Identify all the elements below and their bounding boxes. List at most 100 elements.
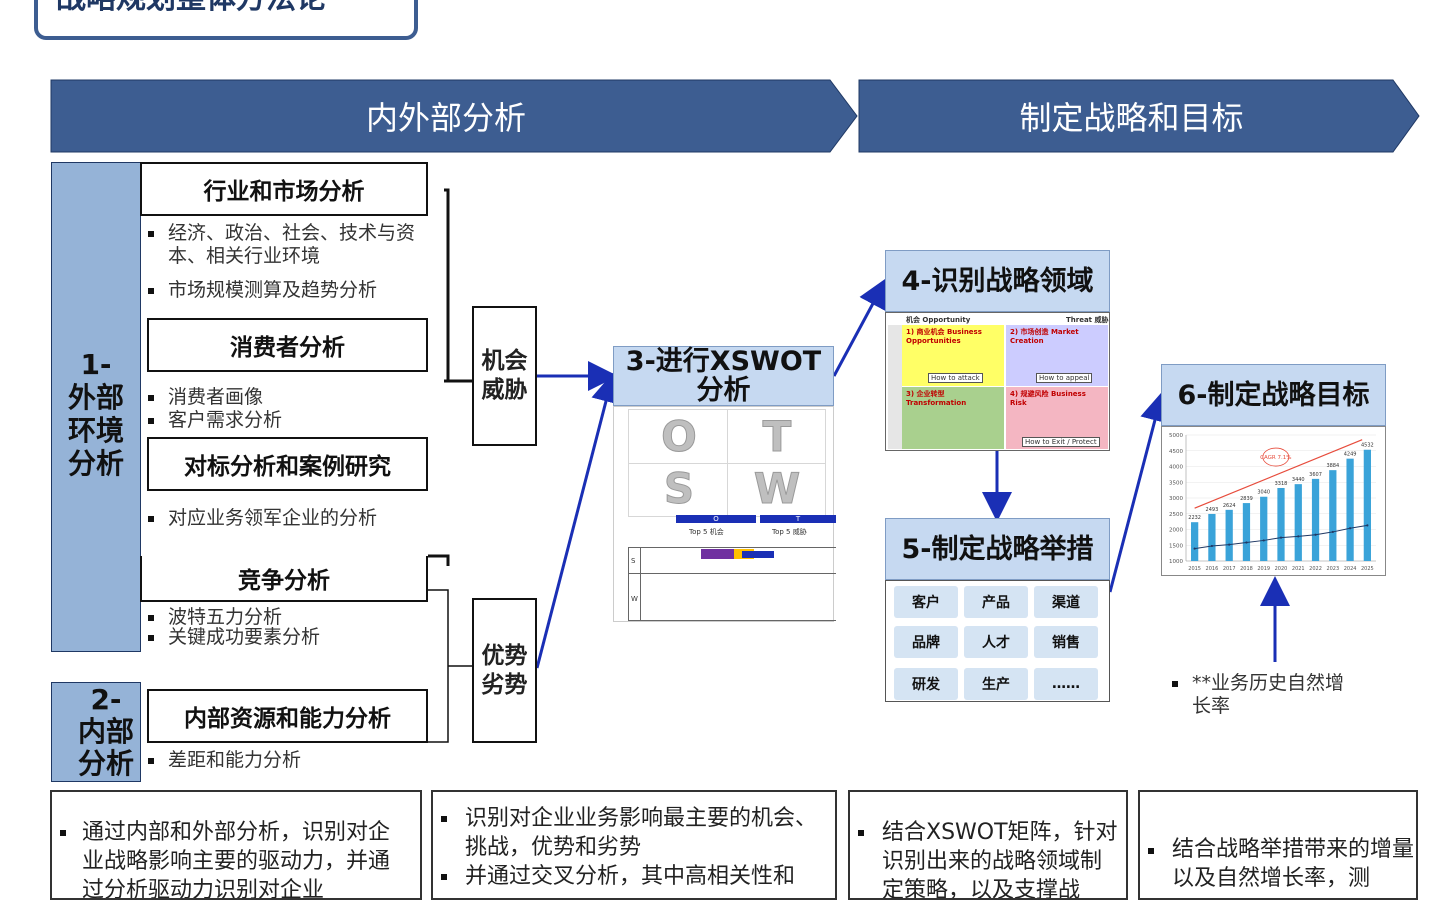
swot-letter-t: T — [762, 412, 792, 462]
chart-trend-point — [1279, 536, 1283, 539]
bottom-text-1: 通过内部和外部分析，识别对企业战略影响主要的驱动力，并通过分析驱动力识别对企业 — [82, 820, 391, 900]
step5-cell-sales: 销售 — [1034, 626, 1098, 658]
external-side-label: 1- 外部 环境 分析 — [67, 348, 124, 480]
chart-x-tick-label: 2023 — [1326, 566, 1339, 572]
chart-data-label: 2624 — [1223, 503, 1236, 509]
consumer-bullet-1: 消费者画像 — [148, 386, 428, 409]
chevron-right-label: 制定战略和目标 — [1019, 99, 1244, 137]
page-title-box: 战略规划整体方法论 — [34, 0, 418, 40]
chart-x-tick-label: 2019 — [1257, 566, 1270, 572]
benchmark-header: 对标分析和案例研究 — [147, 437, 428, 491]
chart-trend-point — [1366, 524, 1369, 527]
bottom-text-2a: 识别对企业业务影响最主要的机会、挑战，优势和劣势 — [465, 806, 818, 860]
chart-bar — [1311, 478, 1320, 561]
swot-letter-w: W — [753, 464, 801, 514]
chart-bar — [1346, 458, 1354, 561]
chart-data-label: 3318 — [1275, 481, 1288, 487]
step5-cell-product: 产品 — [964, 586, 1028, 618]
bottom-box-2: 识别对企业业务影响最主要的机会、挑战，优势和劣势 并通过交叉分析，其中高相关性和 — [431, 790, 837, 900]
chart-bar — [1329, 470, 1337, 561]
step6-header: 6-制定战略目标 — [1161, 364, 1386, 426]
step6-note: **业务历史自然增长率 — [1172, 672, 1352, 718]
industry-market-header: 行业和市场分析 — [140, 162, 428, 216]
mini-head-o: O — [676, 515, 756, 523]
chart-trend-point — [1210, 544, 1214, 548]
chart-data-label: 2493 — [1206, 507, 1219, 513]
step5-cell-more: …… — [1034, 668, 1098, 700]
strength-weakness-box: 优势 劣势 — [472, 598, 537, 743]
chart-trend-point — [1314, 533, 1317, 536]
chart-trend-point — [1193, 547, 1196, 550]
matrix-q1: 1) 商业机会 Business Opportunities How to at… — [902, 325, 1004, 386]
mini-head-t: T — [760, 515, 836, 523]
mini-highlight-purple — [701, 549, 741, 559]
chart-y-tick-label: 1000 — [1169, 559, 1183, 565]
mini-row-w: W — [631, 595, 638, 603]
step3-header: 3-进行XSWOT 分析 — [613, 346, 834, 406]
chart-y-tick-label: 3500 — [1169, 480, 1183, 486]
chart-trend-point — [1228, 543, 1231, 546]
swot-letter-o: O — [661, 412, 698, 462]
step4-header: 4-识别战略领域 — [885, 250, 1110, 312]
page-title: 战略规划整体方法论 — [56, 0, 326, 14]
chevron-left-shape — [50, 79, 858, 153]
chart-bar — [1191, 522, 1199, 561]
bottom-box-1: 通过内部和外部分析，识别对企业战略影响主要的驱动力，并通过分析驱动力识别对企业 — [50, 790, 422, 900]
external-side-bar — [51, 162, 141, 652]
chart-cagr-bubble — [1262, 447, 1290, 467]
chart-trend-point — [1348, 527, 1352, 530]
competition-bullet-2: 关键成功要素分析 — [148, 626, 428, 649]
growth-bar-chart: 1000150020002500300035004000450050002232… — [1169, 433, 1376, 572]
chart-data-label: 3440 — [1292, 477, 1305, 483]
chart-y-tick-label: 4500 — [1169, 449, 1183, 455]
matrix-q4: 4) 规避风险 Business Risk How to Exit / Prot… — [1006, 387, 1108, 449]
internal-resources-header: 内部资源和能力分析 — [147, 689, 428, 743]
competition-bracket-top — [428, 554, 450, 566]
chart-y-tick-label: 4000 — [1169, 465, 1183, 471]
step5-cell-talent: 人才 — [964, 626, 1028, 658]
step5-cell-production: 生产 — [964, 668, 1028, 700]
chart-bar — [1208, 513, 1216, 561]
chevron-right-shape — [858, 79, 1420, 153]
internal-bullet-1: 差距和能力分析 — [148, 749, 428, 772]
matrix-top-left: 机会 Opportunity — [906, 316, 971, 324]
chart-x-tick-label: 2018 — [1240, 566, 1253, 572]
chart-y-tick-label: 5000 — [1169, 433, 1183, 439]
step5-cell-brand: 品牌 — [894, 626, 958, 658]
internal-side-bar — [51, 682, 141, 782]
swot-letter-s: S — [663, 464, 695, 514]
arrow-swot-to-step4 — [832, 277, 887, 377]
opportunity-threat-box: 机会 威胁 — [472, 306, 537, 446]
industry-bullet-1: 经济、政治、社会、技术与资本、相关行业环境 — [148, 222, 436, 268]
chart-trend-point — [1297, 535, 1300, 538]
chart-trend-point — [1331, 530, 1334, 534]
chart-x-tick-label: 2025 — [1361, 566, 1374, 572]
chart-bar — [1294, 484, 1302, 561]
chart-data-label: 3040 — [1257, 490, 1270, 496]
chart-x-tick-label: 2016 — [1206, 566, 1219, 572]
benchmark-bullet-1: 对应业务领军企业的分析 — [148, 507, 428, 530]
chart-data-label: 2839 — [1240, 496, 1253, 502]
mini-sub-o: Top 5 机会 — [689, 528, 724, 536]
bottom-text-3: 结合XSWOT矩阵，针对识别出来的战略领域制定策略，以及支撑战 — [882, 820, 1118, 900]
chart-x-tick-label: 2017 — [1223, 566, 1236, 572]
chart-data-label: 3884 — [1326, 463, 1339, 469]
internal-side-label: 2- 内部 分析 — [77, 683, 134, 780]
arrow-step5-to-step6 — [1108, 391, 1170, 593]
chart-y-tick-label: 3000 — [1169, 496, 1183, 502]
competition-bullet-1: 波特五力分析 — [148, 606, 428, 629]
consumer-bullet-2: 客户需求分析 — [148, 409, 428, 432]
step3-swot-card: O T S W O T Top 5 机会 Top 5 威胁 S W — [613, 406, 836, 622]
bottom-box-3: 结合XSWOT矩阵，针对识别出来的战略领域制定策略，以及支撑战 — [848, 790, 1128, 900]
chart-x-tick-label: 2024 — [1344, 566, 1357, 572]
chart-x-tick-label: 2022 — [1309, 566, 1322, 572]
chart-cagr-label: CAGR 7.1% — [1260, 455, 1291, 461]
chart-x-tick-label: 2020 — [1275, 566, 1288, 572]
step5-cell-rd: 研发 — [894, 668, 958, 700]
mini-highlight-blue — [742, 551, 774, 558]
chart-bar — [1277, 487, 1285, 561]
chart-trend-point — [1262, 539, 1265, 542]
